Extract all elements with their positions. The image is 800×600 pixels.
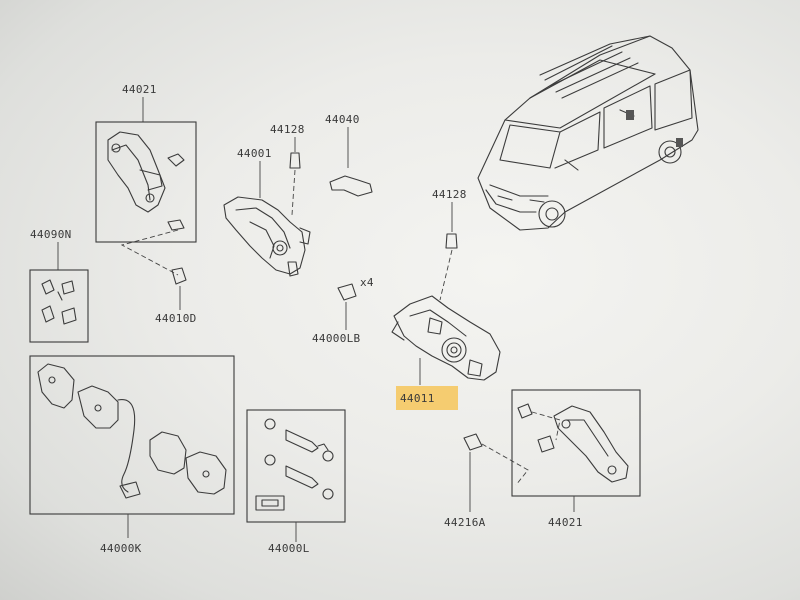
label-44090N: 44090N bbox=[30, 228, 72, 241]
bleeder-screw-left bbox=[289, 152, 301, 169]
label-44128-right: 44128 bbox=[432, 188, 467, 201]
label-44010D: 44010D bbox=[155, 312, 197, 325]
label-44216A: 44216A bbox=[444, 516, 486, 529]
label-44040: 44040 bbox=[325, 113, 360, 126]
label-44021-bottom: 44021 bbox=[548, 516, 583, 529]
label-44021-top: 44021 bbox=[122, 83, 157, 96]
pad-clips bbox=[41, 279, 77, 325]
box-44021-top bbox=[95, 121, 197, 243]
label-44128-left: 44128 bbox=[270, 123, 305, 136]
box-44090N bbox=[29, 269, 89, 343]
van-illustration bbox=[477, 35, 699, 231]
box-44021-bottom bbox=[511, 389, 641, 497]
brake-pads-set bbox=[37, 363, 227, 499]
bolt-44010D bbox=[171, 267, 187, 285]
caliper-assembly-left bbox=[223, 196, 311, 277]
caliper-bracket-bottom bbox=[517, 403, 629, 483]
hose-clip bbox=[329, 175, 373, 197]
boot-44000LB bbox=[337, 283, 357, 301]
highlight-44011 bbox=[396, 386, 458, 410]
box-44000K bbox=[29, 355, 235, 515]
guide-pin-kit bbox=[255, 418, 334, 511]
label-44011: 44011 bbox=[400, 392, 435, 405]
label-44000K: 44000K bbox=[100, 542, 142, 555]
label-44000L: 44000L bbox=[268, 542, 310, 555]
label-x4: x4 bbox=[360, 276, 374, 289]
caliper-44011 bbox=[391, 295, 501, 381]
label-44000LB: 44000LB bbox=[312, 332, 361, 345]
caliper-bracket-top bbox=[107, 131, 185, 231]
bleeder-screw-right bbox=[445, 233, 458, 249]
bolt-44216A bbox=[463, 433, 483, 451]
label-44001: 44001 bbox=[237, 147, 272, 160]
